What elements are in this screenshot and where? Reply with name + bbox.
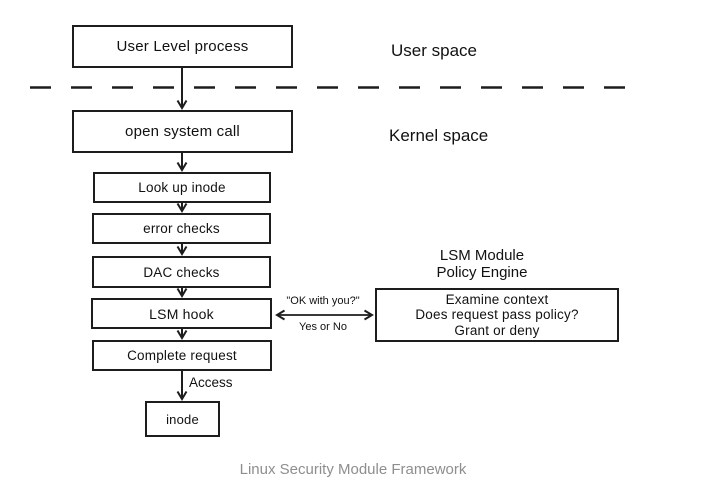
policy-engine-heading-line2: Policy Engine xyxy=(436,264,528,281)
node-policy-engine: Examine context Does request pass policy… xyxy=(375,288,619,342)
policy-engine-body-line1: Examine context xyxy=(445,291,549,307)
node-look-up-inode-label: Look up inode xyxy=(138,180,226,195)
node-lsm-hook: LSM hook xyxy=(91,298,272,329)
policy-engine-body-line3: Grant or deny xyxy=(454,322,540,338)
edge-label-access: Access xyxy=(189,375,233,390)
node-complete-request-label: Complete request xyxy=(127,348,237,363)
node-inode: inode xyxy=(145,401,220,437)
kernel-space-label: Kernel space xyxy=(389,126,489,145)
node-user-level-process: User Level process xyxy=(72,25,293,68)
policy-engine-body-line2: Does request pass policy? xyxy=(415,307,579,323)
node-open-system-call-label: open system call xyxy=(125,123,240,140)
node-lsm-hook-label: LSM hook xyxy=(149,305,214,322)
node-complete-request: Complete request xyxy=(92,340,272,371)
diagram-caption: Linux Security Module Framework xyxy=(239,461,467,478)
node-user-level-process-label: User Level process xyxy=(116,38,249,55)
node-inode-label: inode xyxy=(166,411,199,427)
policy-engine-heading: LSM Module Policy Engine xyxy=(397,247,567,281)
user-space-label: User space xyxy=(391,41,477,60)
node-error-checks: error checks xyxy=(92,213,271,244)
node-dac-checks-label: DAC checks xyxy=(143,264,220,280)
node-look-up-inode: Look up inode xyxy=(93,172,271,203)
edge-label-ok-with-you: "OK with you?" xyxy=(286,295,360,307)
node-open-system-call: open system call xyxy=(72,110,293,153)
node-dac-checks: DAC checks xyxy=(92,256,271,288)
edge-label-yes-or-no: Yes or No xyxy=(299,321,347,333)
policy-engine-heading-line1: LSM Module xyxy=(439,247,525,264)
node-error-checks-label: error checks xyxy=(143,221,220,236)
